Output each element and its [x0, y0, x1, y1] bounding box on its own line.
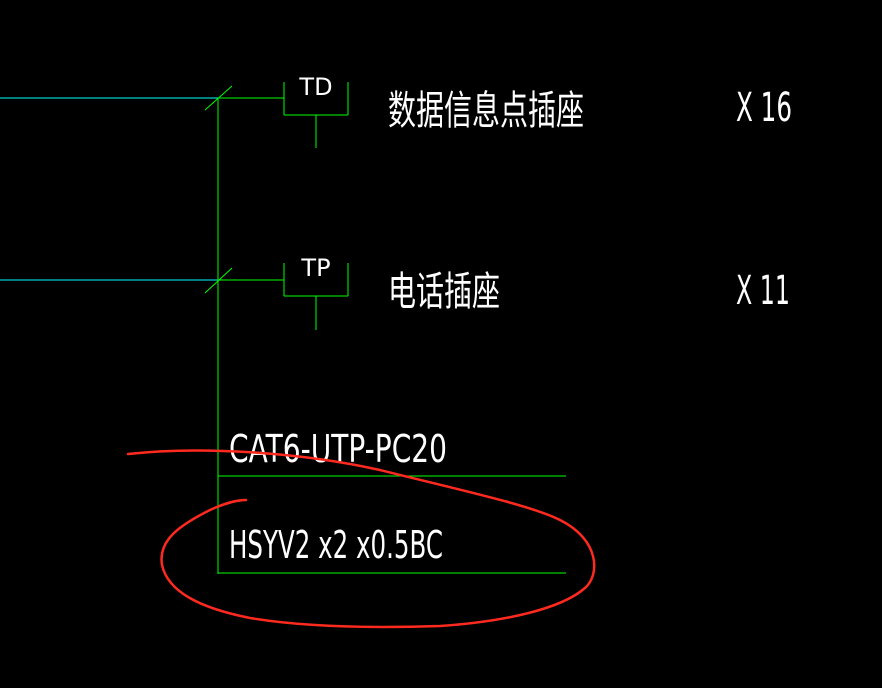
phone-outlet-code: TP — [300, 254, 330, 282]
data-outlet-code: TD — [298, 73, 332, 101]
phone-junction-tick — [204, 267, 233, 294]
cable-label-hsyv: HSYV2 x2 x0.5BC — [229, 523, 443, 567]
phone-outlet-name: 电话插座 — [388, 269, 500, 315]
data-outlet-count: X 16 — [736, 85, 792, 131]
annotation-ellipse — [126, 449, 596, 629]
data-junction-tick — [204, 85, 233, 111]
data-outlet-name: 数据信息点插座 — [388, 88, 584, 134]
cable-label-cat6: CAT6-UTP-PC20 — [229, 427, 447, 471]
phone-outlet-count: X 11 — [736, 268, 790, 314]
phone-outlet-symbol: TP — [283, 254, 349, 330]
data-outlet-symbol: TD — [283, 73, 349, 148]
